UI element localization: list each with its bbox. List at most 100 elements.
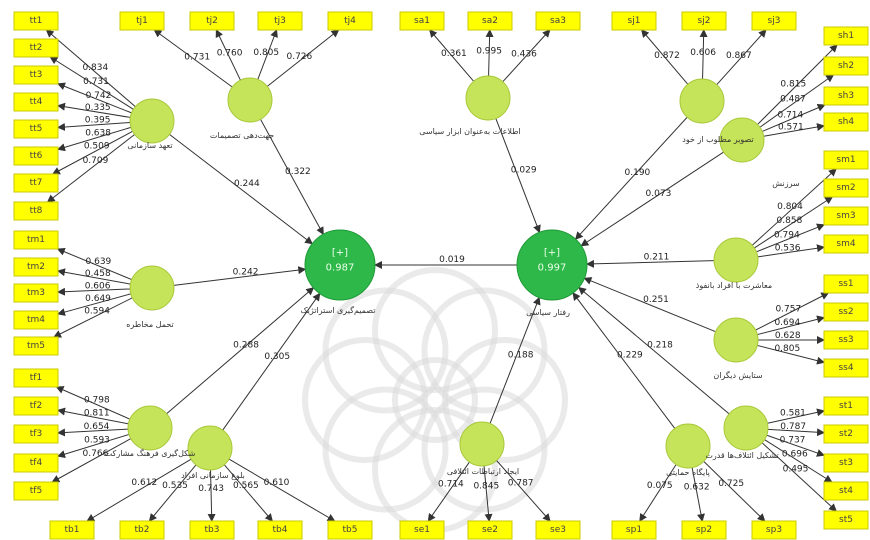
- indicator-tj4[interactable]: tj4: [327, 11, 373, 31]
- indicator-tt7[interactable]: tt7: [13, 173, 59, 193]
- latent-jt[interactable]: [227, 77, 273, 123]
- loading-arrow: [57, 433, 130, 459]
- loading-arrow: [496, 460, 551, 522]
- latent-pb[interactable]: [+]0.997: [516, 229, 588, 301]
- path-coefficient: 0.305: [264, 352, 290, 362]
- indicator-st3[interactable]: st3: [823, 453, 869, 473]
- path-arrow: [578, 286, 730, 415]
- indicator-tt5[interactable]: tt5: [13, 119, 59, 139]
- indicator-sp1[interactable]: sp1: [611, 520, 657, 540]
- path-arrow: [580, 151, 724, 247]
- indicator-tf3[interactable]: tf3: [13, 424, 59, 444]
- indicator-tb1[interactable]: tb1: [49, 520, 95, 540]
- indicator-ss3[interactable]: ss3: [823, 330, 869, 350]
- indicator-sh1[interactable]: sh1: [823, 26, 869, 46]
- indicator-tj2[interactable]: tj2: [189, 11, 235, 31]
- loading-arrow: [46, 134, 135, 203]
- loading-value: 0.805: [253, 48, 279, 58]
- indicator-tf1[interactable]: tf1: [13, 368, 59, 388]
- indicator-sh4[interactable]: sh4: [823, 112, 869, 132]
- indicator-sm4[interactable]: sm4: [823, 234, 869, 254]
- indicator-tt2[interactable]: tt2: [13, 38, 59, 58]
- latent-se[interactable]: [459, 421, 505, 467]
- indicator-sa3[interactable]: sa3: [535, 11, 581, 31]
- loading-value: 0.742: [86, 91, 112, 101]
- loading-value: 0.815: [780, 80, 806, 90]
- indicator-label: se3: [550, 525, 566, 535]
- loading-value: 0.858: [777, 216, 803, 226]
- indicator-tt8[interactable]: tt8: [13, 201, 59, 221]
- indicator-sm1[interactable]: sm1: [823, 150, 869, 170]
- loading-value: 0.811: [84, 409, 110, 419]
- latent-sz[interactable]: [679, 78, 725, 124]
- indicator-box: [823, 302, 869, 322]
- indicator-st4[interactable]: st4: [823, 481, 869, 501]
- indicator-sm3[interactable]: sm3: [823, 206, 869, 226]
- indicator-sh3[interactable]: sh3: [823, 86, 869, 106]
- indicator-ss4[interactable]: ss4: [823, 358, 869, 378]
- path-coefficient: 0.251: [643, 295, 669, 305]
- indicator-label: tt1: [30, 16, 43, 26]
- latent-tb[interactable]: [187, 425, 233, 471]
- indicator-tf2[interactable]: tf2: [13, 396, 59, 416]
- indicator-tb5[interactable]: tb5: [327, 520, 373, 540]
- indicator-tj1[interactable]: tj1: [119, 11, 165, 31]
- indicator-label: tm1: [27, 235, 45, 245]
- indicator-sa1[interactable]: sa1: [399, 11, 445, 31]
- indicator-st2[interactable]: st2: [823, 424, 869, 444]
- latent-sp[interactable]: [665, 423, 711, 469]
- indicator-tt1[interactable]: tt1: [13, 11, 59, 31]
- indicator-ss1[interactable]: ss1: [823, 274, 869, 294]
- indicator-tf4[interactable]: tf4: [13, 453, 59, 473]
- indicator-tt6[interactable]: tt6: [13, 146, 59, 166]
- latent-st[interactable]: [723, 405, 769, 451]
- indicator-tj3[interactable]: tj3: [257, 11, 303, 31]
- indicator-tt3[interactable]: tt3: [13, 65, 59, 85]
- latent-tf[interactable]: [127, 405, 173, 451]
- indicator-sh2[interactable]: sh2: [823, 56, 869, 76]
- indicator-tb4[interactable]: tb4: [257, 520, 303, 540]
- indicator-tm5[interactable]: tm5: [13, 336, 59, 356]
- indicator-tt4[interactable]: tt4: [13, 92, 59, 112]
- indicator-tb2[interactable]: tb2: [119, 520, 165, 540]
- indicator-se3[interactable]: se3: [535, 520, 581, 540]
- indicator-sa2[interactable]: sa2: [467, 11, 513, 31]
- indicator-st5[interactable]: st5: [823, 510, 869, 530]
- indicator-sj1[interactable]: sj1: [611, 11, 657, 31]
- indicator-box: [257, 520, 303, 540]
- indicator-tb3[interactable]: tb3: [189, 520, 235, 540]
- latent-label: رفتار سیاسی: [526, 308, 570, 317]
- indicator-box: [823, 481, 869, 501]
- indicator-tm3[interactable]: tm3: [13, 283, 59, 303]
- indicator-sj2[interactable]: sj2: [681, 11, 727, 31]
- indicator-st1[interactable]: st1: [823, 396, 869, 416]
- indicator-tm4[interactable]: tm4: [13, 310, 59, 330]
- latent-dm[interactable]: [+]0.987: [304, 229, 376, 301]
- indicator-se2[interactable]: se2: [467, 520, 513, 540]
- latent-em[interactable]: [465, 75, 511, 121]
- latent-sh[interactable]: [719, 117, 765, 163]
- loading-value: 0.798: [84, 396, 110, 406]
- indicator-sp3[interactable]: sp3: [751, 520, 797, 540]
- indicator-tf5[interactable]: tf5: [13, 481, 59, 501]
- indicator-se1[interactable]: se1: [399, 520, 445, 540]
- indicator-sp2[interactable]: sp2: [681, 520, 727, 540]
- indicator-sj3[interactable]: sj3: [751, 11, 797, 31]
- latent-ss[interactable]: [713, 317, 759, 363]
- latent-tm[interactable]: [129, 265, 175, 311]
- latent-sm[interactable]: [713, 237, 759, 283]
- indicator-sm2[interactable]: sm2: [823, 178, 869, 198]
- loading-value: 0.649: [85, 294, 111, 304]
- latent-ts[interactable]: [129, 98, 175, 144]
- indicator-box: [13, 310, 59, 330]
- loading-value: 0.760: [217, 49, 243, 59]
- indicator-box: [257, 11, 303, 31]
- indicator-label: tf1: [30, 373, 42, 383]
- latent-label: شکل‌گیری فرهنگ مشارکت: [105, 448, 196, 458]
- indicator-tm2[interactable]: tm2: [13, 257, 59, 277]
- indicator-ss2[interactable]: ss2: [823, 302, 869, 322]
- latent-label: تشکیل ائتلاف‌ها قدرت: [705, 451, 778, 460]
- path-arrow: [489, 296, 541, 424]
- indicator-tm1[interactable]: tm1: [13, 230, 59, 250]
- indicator-box: [823, 358, 869, 378]
